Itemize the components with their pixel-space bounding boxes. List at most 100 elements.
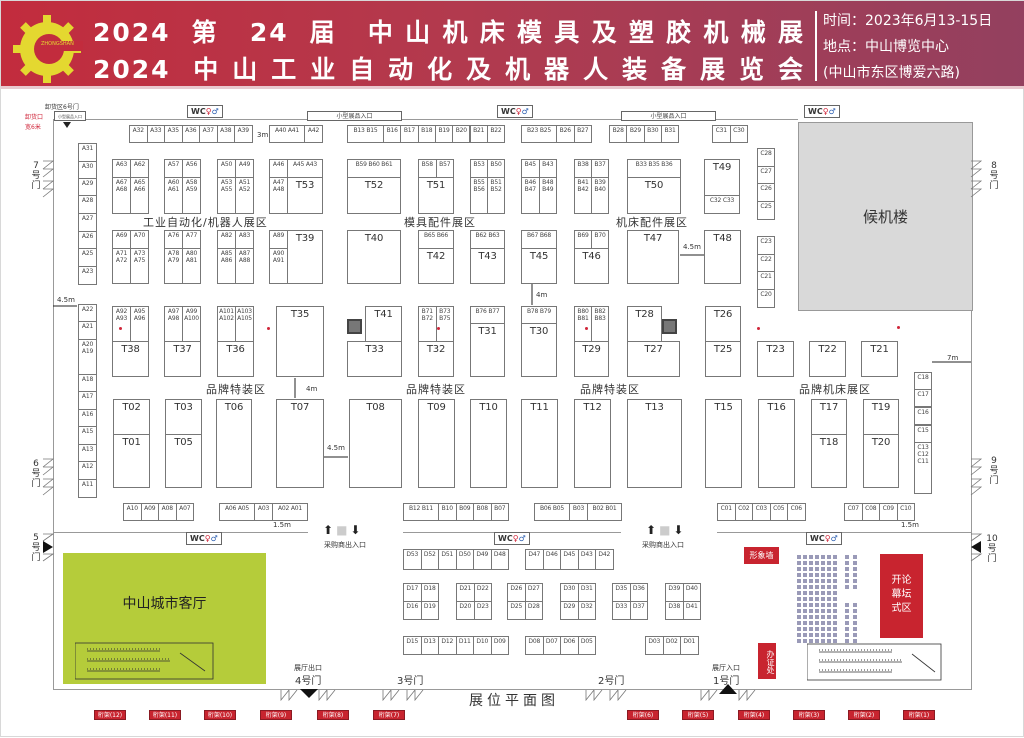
booth[interactable]: T06 [216,399,252,488]
booth[interactable]: T25 [705,341,741,377]
booth[interactable]: A53 A55 [217,177,236,214]
booth[interactable]: D26 [507,583,526,602]
booth[interactable]: D40 [682,583,701,602]
booth[interactable]: D35 [612,583,631,602]
booth[interactable]: A101 A102 [217,306,236,342]
booth[interactable]: T47 [627,230,679,284]
booth[interactable]: D13 [420,636,439,655]
booth[interactable]: B59 B60 B61 [347,159,401,178]
buyer-entry-label[interactable]: 采购商出入口 [642,541,684,549]
booth[interactable]: T49 [704,159,740,196]
booth[interactable]: A45 A43 [287,159,323,178]
booth[interactable]: D10 [473,636,492,655]
booth[interactable]: A33 [146,125,165,143]
booth[interactable]: B69 [574,230,592,249]
wc-restroom[interactable]: WC♀♂ [497,105,533,118]
booth[interactable]: C09 [879,503,898,521]
booth[interactable]: B12 B11 [403,503,439,521]
booth[interactable]: D11 [455,636,474,655]
booth[interactable]: B31 [660,125,680,143]
booth[interactable]: T01 [113,434,150,488]
booth[interactable]: T05 [165,434,202,488]
booth[interactable]: A26 [78,231,97,250]
booth[interactable]: D37 [629,601,648,620]
booth[interactable]: B43 [538,159,557,178]
booth[interactable]: D45 [560,549,579,570]
booth[interactable]: D03 [645,636,664,655]
booth[interactable]: A40 A41 [269,125,305,143]
booth[interactable]: D21 [456,583,475,602]
booth[interactable]: A02 A01 [272,503,308,521]
booth[interactable]: B18 [417,125,436,143]
booth[interactable]: A60 A61 [164,177,183,214]
booth[interactable]: A36 [181,125,200,143]
booth[interactable]: A78 A79 [164,248,183,284]
booth[interactable]: C17 [914,389,932,407]
wc-restroom[interactable]: WC♀♂ [187,105,223,118]
booth[interactable]: A46 [269,159,288,178]
booth[interactable]: B38 [574,159,592,178]
small-exhibit-entry[interactable]: 小型展品入口 [307,111,402,121]
booth[interactable]: A57 [164,159,183,178]
booth[interactable]: T16 [758,399,795,488]
booth[interactable]: A92 A93 [112,306,131,342]
booth[interactable]: C23 [757,236,775,255]
booth[interactable]: A63 [112,159,131,178]
booth[interactable]: T07 [276,399,324,488]
booth[interactable]: T29 [574,341,609,377]
booth[interactable]: T38 [112,341,149,377]
booth[interactable]: C08 [861,503,880,521]
booth[interactable]: C01 [717,503,736,521]
booth[interactable]: D33 [612,601,631,620]
booth[interactable]: D32 [577,601,596,620]
booth[interactable]: D17 [403,583,422,602]
booth[interactable]: B02 B01 [587,503,622,521]
booth[interactable]: T26 [705,306,741,342]
wc-restroom[interactable]: WC♀♂ [186,532,222,545]
booth[interactable]: B41 B42 [574,177,592,214]
booth[interactable]: D12 [438,636,457,655]
booth[interactable]: B65 B66 [418,230,454,249]
booth[interactable]: C21 [757,271,775,290]
booth[interactable]: A10 [123,503,142,521]
booth[interactable]: B46 B47 [521,177,540,214]
booth[interactable]: A70 [130,230,149,249]
booth[interactable]: B45 [521,159,540,178]
booth[interactable]: D27 [524,583,543,602]
booth[interactable]: T02 [113,399,150,435]
booth[interactable]: A18 [78,374,97,393]
booth[interactable]: A22 [78,304,97,323]
booth[interactable]: B08 [473,503,492,521]
booth[interactable]: T09 [418,399,455,488]
booth[interactable]: B09 [455,503,474,521]
booth[interactable]: C25 [757,201,775,220]
booth[interactable]: T15 [705,399,742,488]
booth[interactable]: C22 [757,254,775,273]
booth[interactable]: T45 [521,248,557,284]
booth[interactable]: B22 [486,125,506,143]
booth[interactable]: D09 [490,636,509,655]
small-exhibit-entry-left[interactable]: 小型展品入口 [54,111,86,121]
booth[interactable]: T17 [811,399,847,435]
booth[interactable]: T11 [521,399,558,488]
wc-restroom[interactable]: WC♀♂ [804,105,840,118]
booth[interactable]: D20 [456,601,475,620]
booth[interactable]: B55 B56 [470,177,488,214]
booth[interactable]: B19 [434,125,454,143]
booth[interactable]: T33 [347,341,402,377]
booth[interactable]: A25 [78,248,97,267]
booth[interactable]: T28 [627,306,662,342]
booth[interactable]: T23 [757,341,794,377]
booth[interactable]: C10 [896,503,915,521]
booth[interactable]: T30 [521,323,557,377]
booth[interactable]: C02 [734,503,753,521]
booth[interactable]: T03 [165,399,202,435]
booth[interactable]: B21 [469,125,488,143]
booth[interactable]: A49 [235,159,254,178]
booth[interactable]: D51 [438,549,457,570]
booth[interactable]: A95 A96 [130,306,149,342]
booth[interactable]: D31 [577,583,596,602]
